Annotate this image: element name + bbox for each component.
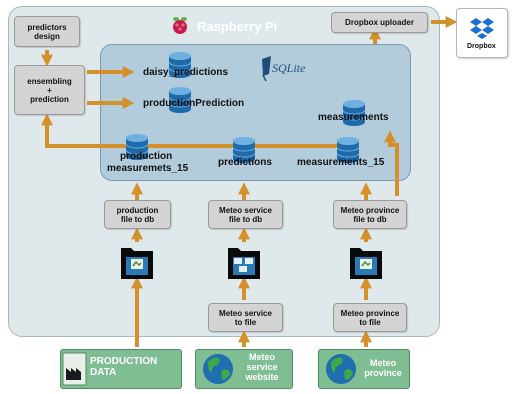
meteo-service-file-to-db-box: Meteo service file to db (208, 200, 283, 229)
measurements-label: measurements (318, 112, 389, 123)
dropbox-label: Dropbox (467, 43, 496, 50)
production-prediction-label: productionPrediction (143, 98, 245, 109)
measurements-15-label: measurements_15 (297, 157, 385, 168)
dropbox-uploader-box: Dropbox uploader (331, 12, 428, 33)
predictions-label: predictions (218, 157, 272, 168)
ensembling-prediction-box: ensembling + prediction (14, 65, 85, 115)
meteo-service-to-file-box: Meteo service to file (208, 303, 283, 332)
meteo-province-file-to-db-box: Meteo province file to db (333, 200, 407, 229)
meteo-province-to-file-box: Meteo province to file (333, 303, 407, 332)
predictors-design-box: predictors design (14, 16, 80, 47)
production-data-label: PRODUCTION DATA (90, 356, 158, 378)
meteo-province-folder-icon (350, 248, 382, 279)
production-file-to-db-box: production file to db (104, 200, 171, 229)
production-folder-icon (121, 248, 153, 279)
raspberry-pi-title: Raspberry Pi (197, 19, 278, 34)
meteo-service-website-label: Meteo service website (245, 352, 279, 382)
meteo-province-label: Meteo province (364, 358, 402, 378)
production-measurements-label-2: measuremets_15 (107, 163, 189, 174)
arrow-province-file-to-db-to-measurements (384, 130, 399, 196)
production-measurements-label-1: production (120, 151, 173, 162)
sqlite-label: SQLite (272, 61, 306, 75)
daisy-predictions-label: daisy_predictions (143, 67, 229, 78)
meteo-service-folder-icon (228, 248, 260, 279)
